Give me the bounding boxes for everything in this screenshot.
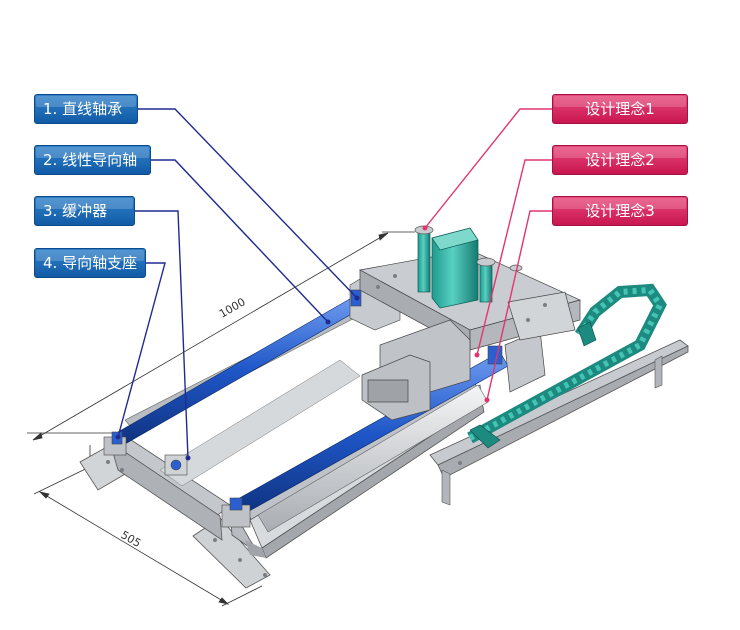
- callout-label: 直线轴承: [62, 100, 123, 118]
- dimension-lines: [27, 231, 415, 607]
- callout-design-concept-1: 设计理念1: [552, 94, 688, 124]
- cable-drag-chain: [467, 283, 667, 449]
- callout-label: 缓冲器: [62, 202, 108, 220]
- callout-number: 1.: [43, 100, 58, 118]
- callout-design-concept-3: 设计理念3: [552, 196, 688, 226]
- leader-ends: [115, 225, 490, 461]
- callout-linear-guide-shaft: 2. 线性导向轴: [34, 145, 151, 175]
- callout-linear-bearing: 1. 直线轴承: [34, 94, 138, 124]
- callout-design-concept-2: 设计理念2: [552, 145, 688, 175]
- callout-label: 线性导向轴: [62, 151, 138, 169]
- bolt-holes: [106, 274, 547, 577]
- callout-number: 2.: [43, 151, 58, 169]
- callout-number: 3.: [43, 202, 58, 220]
- callout-shaft-support: 4. 导向轴支座: [34, 248, 146, 278]
- leader-lines-pink: [424, 108, 552, 401]
- dimension-length: 1000: [217, 295, 248, 320]
- cylinders: [414, 225, 523, 309]
- callout-label: 导向轴支座: [62, 254, 138, 272]
- callout-number: 4.: [43, 254, 58, 272]
- callout-label: 设计理念3: [585, 202, 655, 220]
- leader-lines-blue: [117, 108, 358, 459]
- callout-buffer: 3. 缓冲器: [34, 196, 135, 226]
- callout-label: 设计理念1: [585, 100, 655, 118]
- callout-label: 设计理念2: [585, 151, 655, 169]
- dimension-width: 505: [119, 528, 144, 550]
